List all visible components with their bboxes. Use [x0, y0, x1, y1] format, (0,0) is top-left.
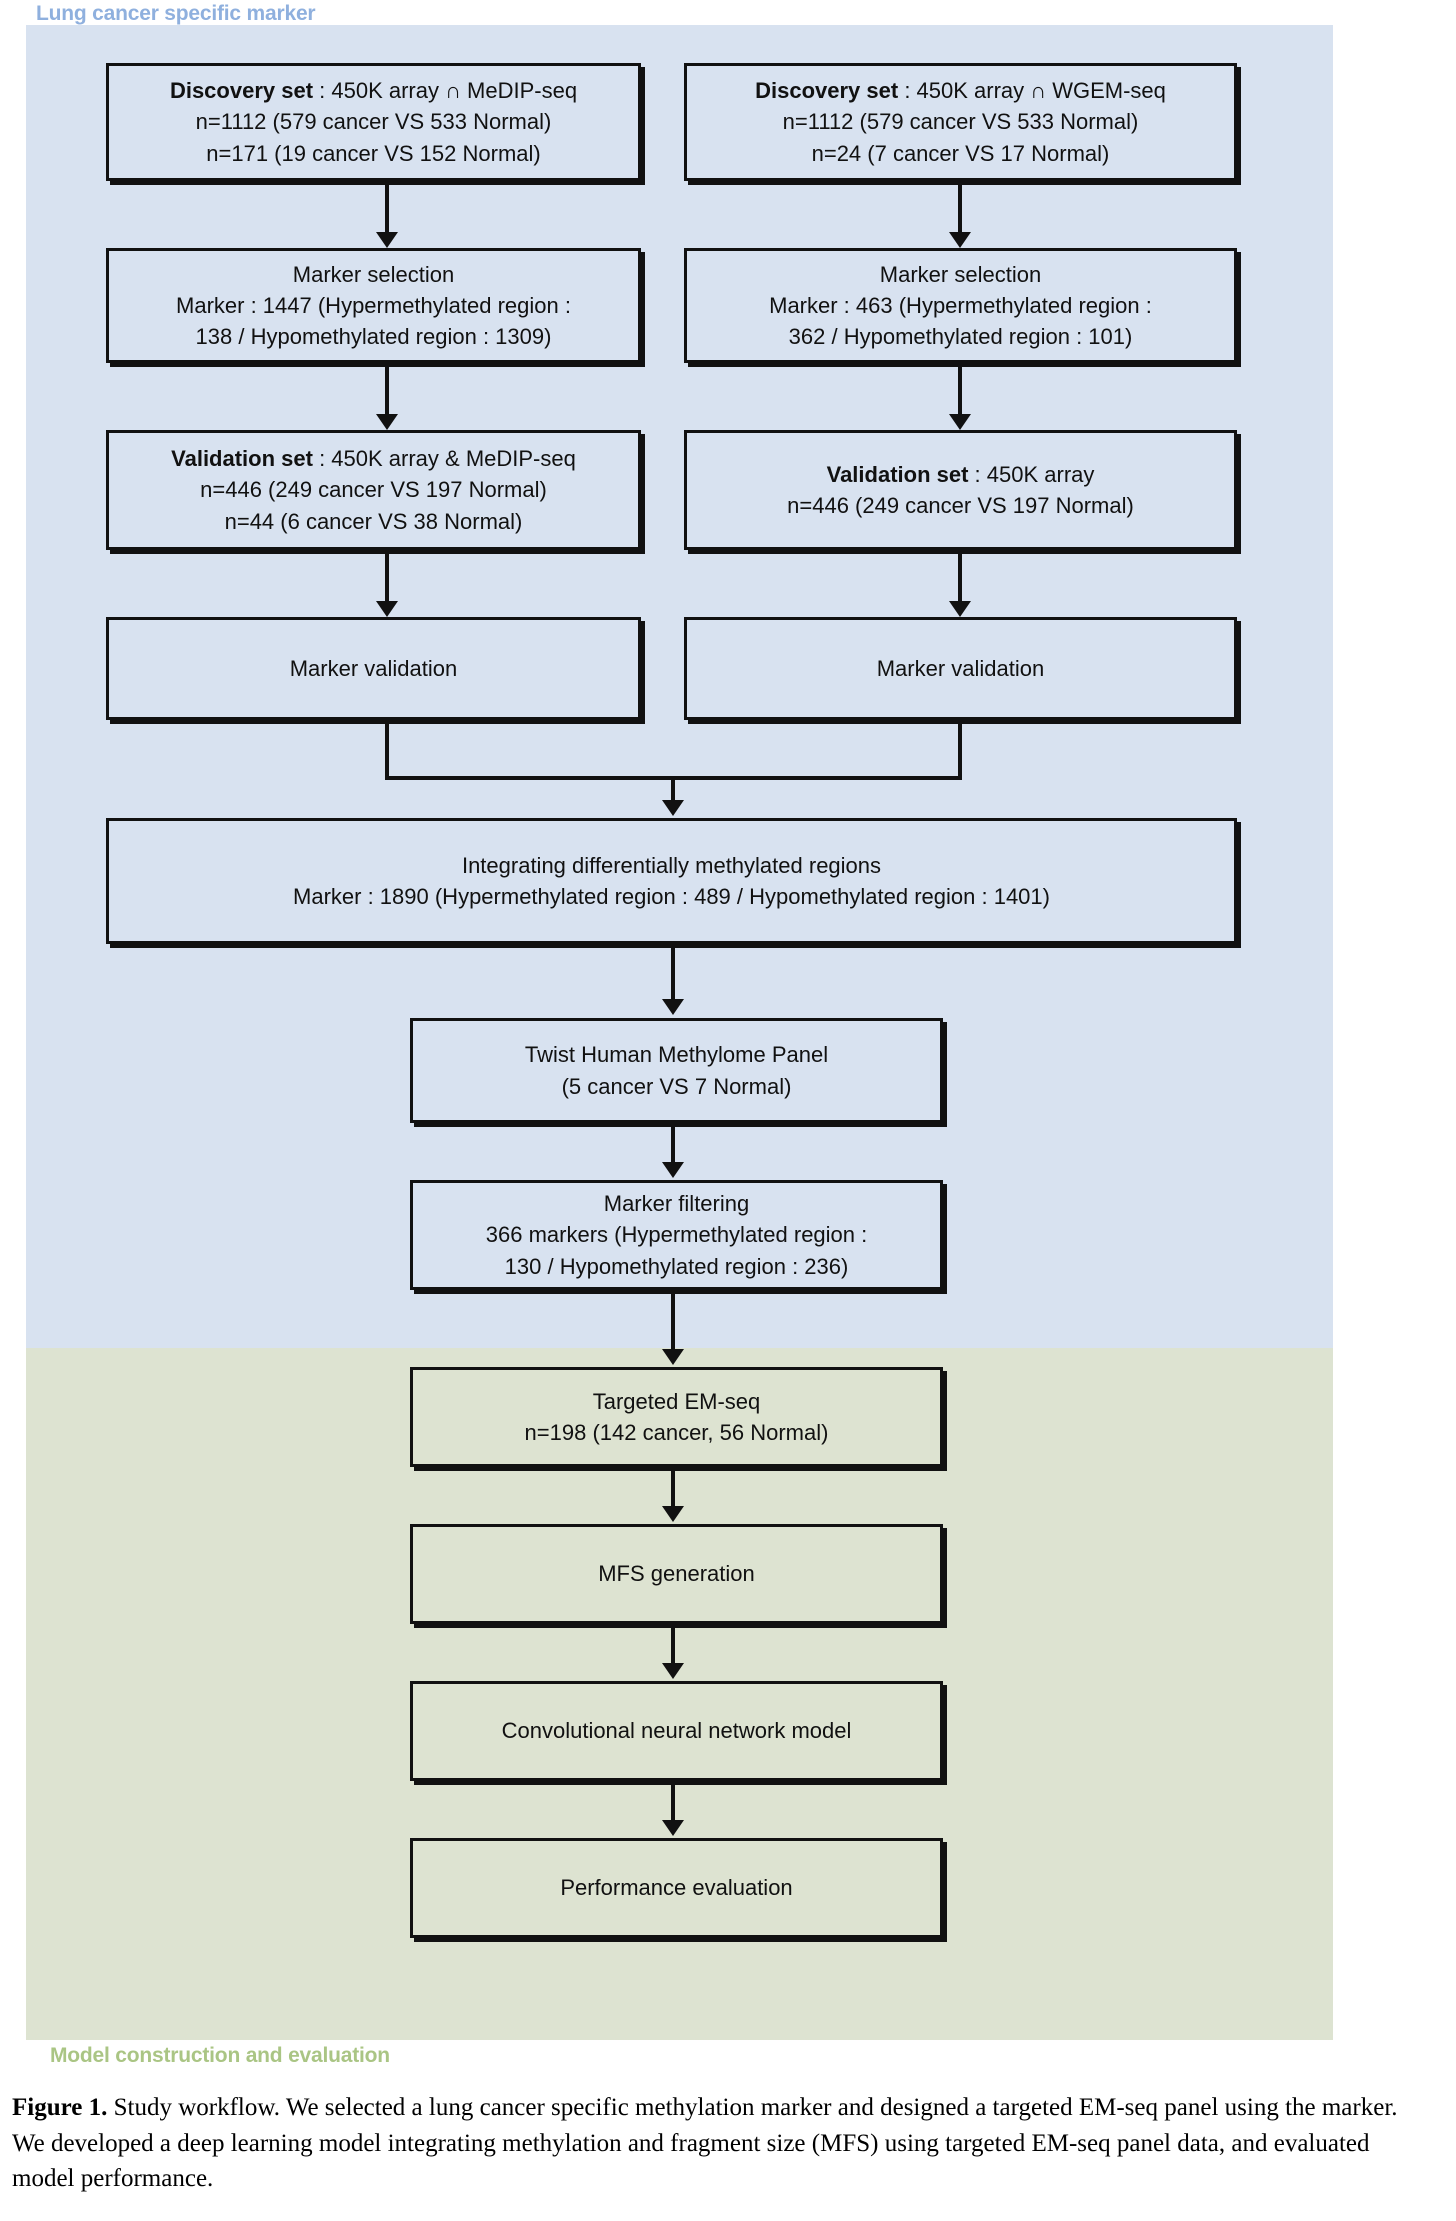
node-line: n=198 (142 cancer, 56 Normal)	[524, 1420, 829, 1445]
node-line: Twist Human Methylome Panel	[524, 1042, 829, 1068]
node-line-bold: Validation set	[826, 461, 969, 487]
node-line: Discovery set : 450K array ∩ MeDIP-seq	[170, 75, 577, 106]
node-line-bold: Discovery set	[169, 78, 314, 104]
node-line: MFS generation	[598, 1561, 755, 1587]
node-line: Validation set : 450K array	[827, 459, 1095, 490]
figure-caption-text: Study workflow. We selected a lung cance…	[12, 2094, 1398, 2192]
node-twist-human-methylome-panel[interactable]: Twist Human Methylome Panel (5 cancer VS…	[410, 1018, 943, 1123]
connector-merge-right-stem	[958, 724, 962, 780]
node-line: Marker selection	[292, 261, 455, 287]
node-line: Marker selection	[879, 261, 1042, 287]
connector-discovery-to-selection-left	[385, 185, 389, 237]
node-line: Validation set : 450K array & MeDIP-seq	[171, 443, 576, 474]
node-performance-evaluation[interactable]: Performance evaluation	[410, 1838, 943, 1938]
node-line: Discovery set : 450K array ∩ WGEM-seq	[755, 75, 1166, 106]
node-line: Performance evaluation	[560, 1875, 793, 1901]
node-line: Marker : 1447 (Hypermethylated region :	[176, 292, 571, 318]
arrowhead-icon	[949, 232, 971, 248]
node-line: n=44 (6 cancer VS 38 Normal)	[224, 508, 523, 534]
connector-filtering-to-emseq	[671, 1294, 675, 1354]
section-label-model-construction: Model construction and evaluation	[50, 2044, 390, 2067]
node-line: Marker : 463 (Hypermethylated region :	[769, 292, 1152, 318]
node-line: (5 cancer VS 7 Normal)	[561, 1073, 792, 1099]
node-marker-validation-left[interactable]: Marker validation	[106, 617, 641, 720]
arrowhead-icon	[662, 1506, 684, 1522]
node-line-rest: : 450K array ∩ MeDIP-seq	[313, 78, 578, 104]
connector-integrating-to-twist	[671, 948, 675, 1004]
connector-discovery-to-selection-right	[958, 185, 962, 237]
node-line: n=446 (249 cancer VS 197 Normal)	[200, 477, 547, 503]
node-line: n=1112 (579 cancer VS 533 Normal)	[195, 109, 552, 135]
node-line: 366 markers (Hypermethylated region :	[485, 1222, 868, 1248]
connector-selection-to-validation-right	[958, 367, 962, 419]
node-line-bold: Validation set	[171, 446, 313, 472]
node-line: Marker : 1890 (Hypermethylated region : …	[293, 884, 1050, 909]
node-marker-validation-right[interactable]: Marker validation	[684, 617, 1237, 720]
arrowhead-icon	[949, 414, 971, 430]
node-line: Integrating differentially methylated re…	[461, 852, 882, 878]
node-line: 362 / Hypomethylated region : 101)	[788, 324, 1133, 350]
node-line-rest: : 450K array ∩ WGEM-seq	[898, 78, 1166, 104]
node-mfs-generation[interactable]: MFS generation	[410, 1524, 943, 1624]
node-marker-selection-right[interactable]: Marker selection Marker : 463 (Hypermeth…	[684, 248, 1237, 363]
arrowhead-icon	[949, 601, 971, 617]
node-marker-selection-left[interactable]: Marker selection Marker : 1447 (Hypermet…	[106, 248, 641, 363]
connector-validation-to-markervalidation-left	[385, 554, 389, 606]
arrowhead-icon	[662, 1663, 684, 1679]
node-line: Targeted EM-seq	[592, 1388, 761, 1414]
node-discovery-set-medip[interactable]: Discovery set : 450K array ∩ MeDIP-seq n…	[106, 63, 641, 181]
node-line: Convolutional neural network model	[501, 1718, 852, 1744]
connector-twist-to-filtering	[671, 1127, 675, 1167]
node-line-rest: : 450K array	[968, 461, 1095, 487]
arrowhead-icon	[376, 232, 398, 248]
node-line-bold: Discovery set	[755, 78, 899, 104]
node-integrating-dmr[interactable]: Integrating differentially methylated re…	[106, 818, 1237, 944]
node-targeted-em-seq[interactable]: Targeted EM-seq n=198 (142 cancer, 56 No…	[410, 1367, 943, 1467]
arrowhead-icon	[662, 800, 684, 816]
connector-merge-down	[671, 776, 675, 806]
node-line: 130 / Hypomethylated region : 236)	[504, 1253, 849, 1279]
node-line: n=446 (249 cancer VS 197 Normal)	[787, 493, 1134, 518]
node-line: n=1112 (579 cancer VS 533 Normal)	[782, 109, 1139, 135]
node-marker-filtering[interactable]: Marker filtering 366 markers (Hypermethy…	[410, 1180, 943, 1290]
node-validation-set-right[interactable]: Validation set : 450K array n=446 (249 c…	[684, 430, 1237, 550]
connector-selection-to-validation-left	[385, 367, 389, 419]
arrowhead-icon	[662, 999, 684, 1015]
connector-emseq-to-mfs	[671, 1471, 675, 1511]
node-line: n=24 (7 cancer VS 17 Normal)	[811, 140, 1110, 166]
figure-caption-number: Figure 1.	[12, 2094, 108, 2121]
node-convolutional-neural-network-model[interactable]: Convolutional neural network model	[410, 1681, 943, 1781]
arrowhead-icon	[662, 1349, 684, 1365]
node-line-rest: : 450K array & MeDIP-seq	[312, 446, 576, 472]
figure-caption: Figure 1. Study workflow. We selected a …	[12, 2090, 1432, 2197]
node-line: 138 / Hypomethylated region : 1309)	[195, 324, 552, 350]
node-discovery-set-wgem[interactable]: Discovery set : 450K array ∩ WGEM-seq n=…	[684, 63, 1237, 181]
node-line: Marker validation	[876, 655, 1045, 681]
section-label-lung-cancer-marker: Lung cancer specific marker	[36, 2, 316, 25]
connector-merge-left-stem	[385, 724, 389, 780]
node-line: n=171 (19 cancer VS 152 Normal)	[206, 140, 541, 166]
arrowhead-icon	[662, 1820, 684, 1836]
connector-validation-to-markervalidation-right	[958, 554, 962, 606]
connector-cnn-to-performance	[671, 1785, 675, 1825]
node-validation-set-left[interactable]: Validation set : 450K array & MeDIP-seq …	[106, 430, 641, 550]
node-line: Marker validation	[289, 655, 458, 681]
connector-mfs-to-cnn	[671, 1628, 675, 1668]
arrowhead-icon	[376, 414, 398, 430]
arrowhead-icon	[376, 601, 398, 617]
arrowhead-icon	[662, 1162, 684, 1178]
node-line: Marker filtering	[603, 1191, 750, 1217]
